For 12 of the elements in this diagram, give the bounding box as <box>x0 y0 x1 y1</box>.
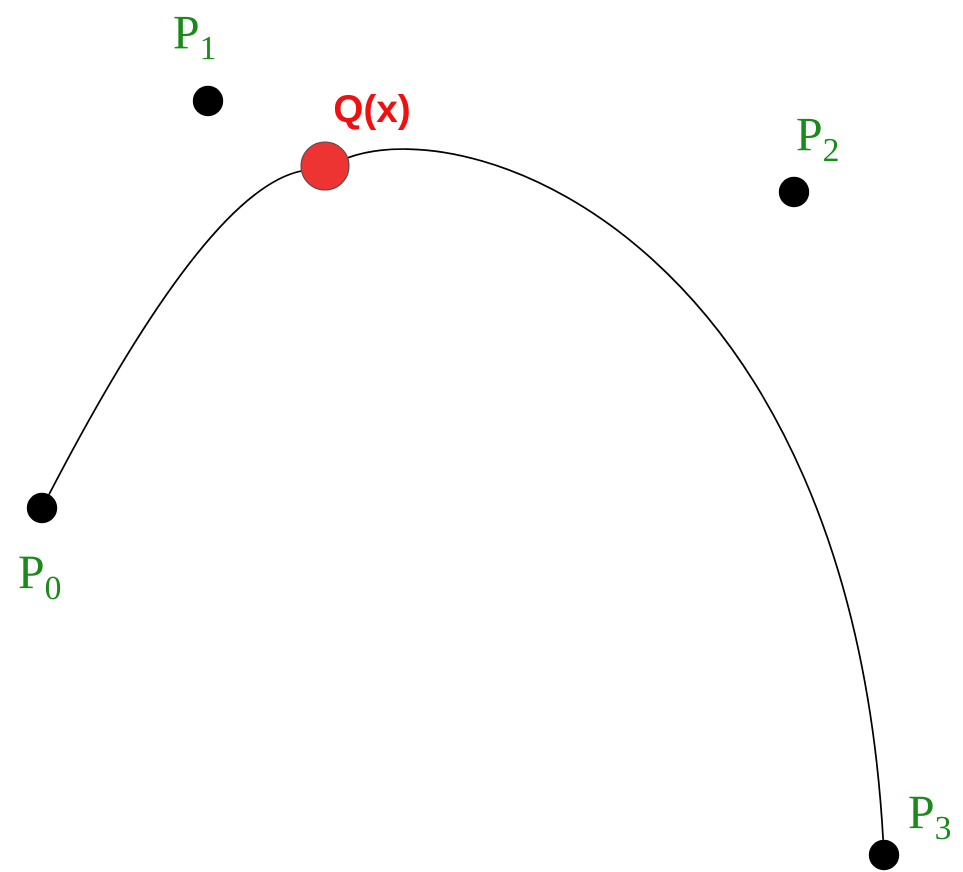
bezier-curve <box>348 149 884 840</box>
point-dot <box>192 86 224 116</box>
point-label: P$_{1}$ <box>174 16 214 60</box>
point-label: P$_{3}$ <box>909 796 950 840</box>
point-label: Q(x) <box>334 94 409 130</box>
bezier-curve <box>48 170 302 495</box>
point-dot <box>26 492 58 524</box>
point-label: P$_{0}$ <box>19 556 60 600</box>
point-dot <box>778 176 810 208</box>
point-label: P$_{2}$ <box>797 118 838 162</box>
point-dot <box>868 840 900 870</box>
curve-point-dot <box>300 141 350 191</box>
